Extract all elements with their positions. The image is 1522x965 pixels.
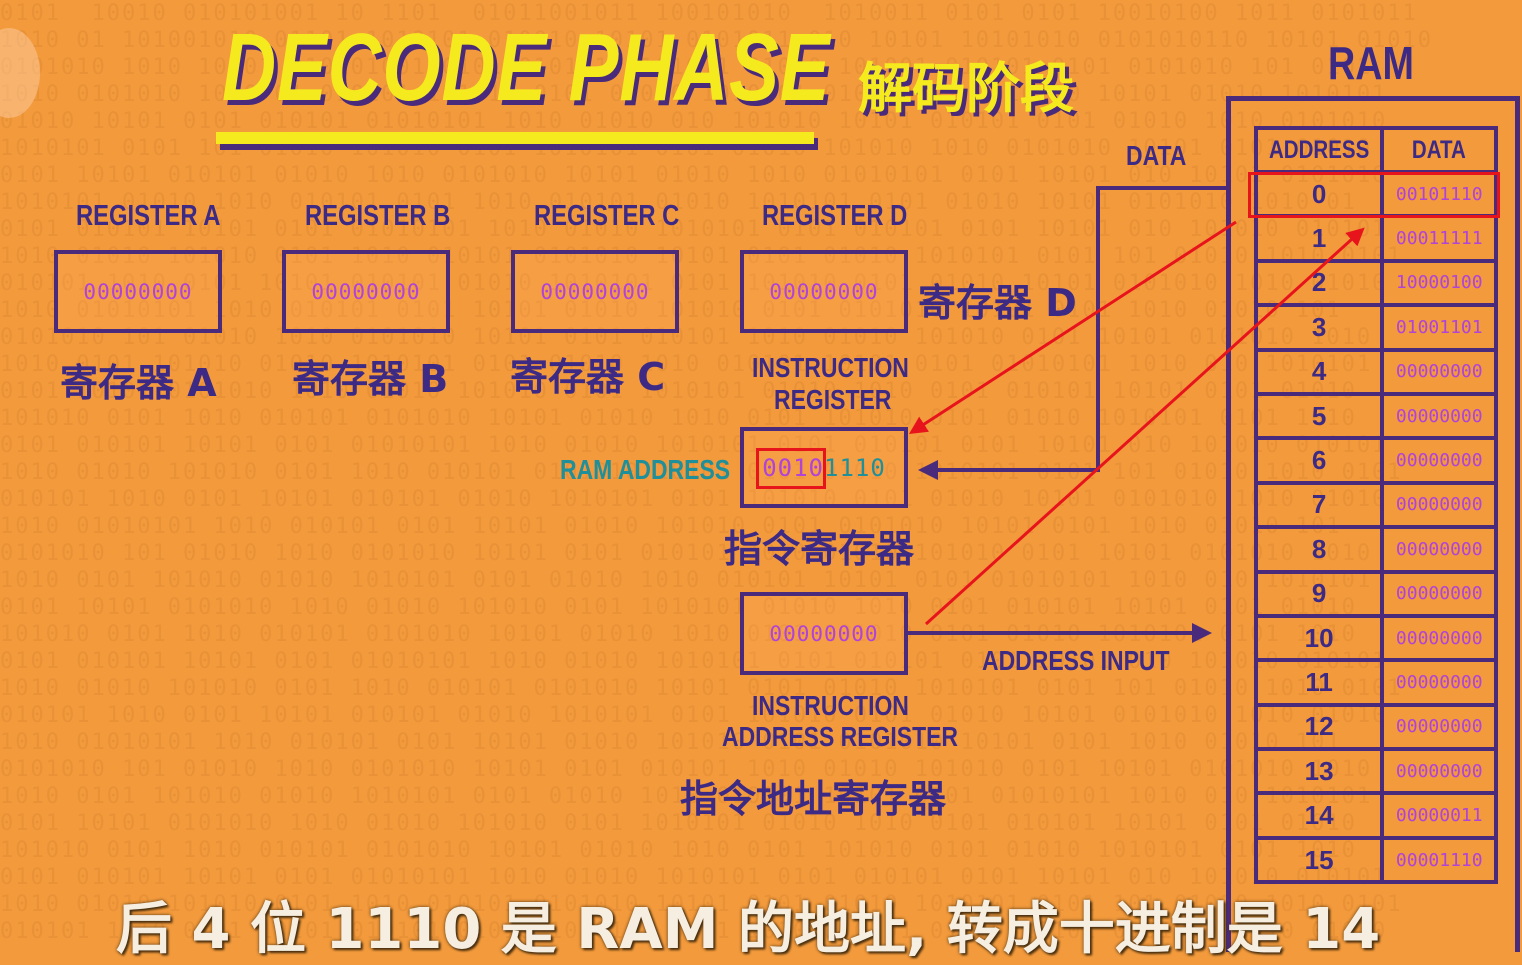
instruction-address-register-label-2: ADDRESS REGISTER	[722, 721, 959, 752]
ram-data-cell: 00011111	[1380, 214, 1499, 263]
ram-data-cell: 00000000	[1380, 702, 1499, 752]
ram-address-cell: 15	[1253, 835, 1385, 885]
register-b-value: 00000000	[282, 250, 450, 333]
ram-data-cell: 01001101	[1380, 303, 1499, 352]
ram-address-cell: 10	[1253, 613, 1385, 663]
ram-data-cell: 00000000	[1380, 747, 1499, 796]
register-a-cn: 寄存器 A	[60, 361, 217, 405]
ram-address-cell: 9	[1253, 569, 1385, 618]
ram-data-cell: 00000000	[1380, 658, 1499, 707]
register-c-label: REGISTER C	[534, 200, 680, 232]
ram-address-cell: 6	[1253, 436, 1385, 485]
register-a-value: 00000000	[54, 250, 222, 333]
instruction-register-label-1: INSTRUCTION	[752, 352, 909, 383]
ram-address-cell: 11	[1253, 658, 1385, 707]
address-input-label: ADDRESS INPUT	[982, 645, 1170, 676]
ram-address-cell: 3	[1253, 303, 1385, 352]
ram-data-cell: 00000000	[1380, 436, 1499, 485]
instruction-address-register-label-1: INSTRUCTION	[752, 690, 909, 721]
ram-header-address: ADDRESS	[1253, 126, 1385, 174]
ram-data-cell: 00001110	[1380, 835, 1499, 885]
register-c-cn: 寄存器 C	[510, 355, 666, 399]
ram-title: RAM	[1328, 37, 1414, 89]
ram-address-cell: 2	[1253, 258, 1385, 308]
instruction-register-label-2: REGISTER	[774, 384, 892, 415]
register-b-cn: 寄存器 B	[292, 357, 449, 401]
opcode-highlight	[756, 448, 826, 489]
register-c-value: 00000000	[511, 250, 679, 333]
ram-address-label: RAM ADDRESS	[560, 454, 731, 485]
register-b-label: REGISTER B	[305, 200, 451, 232]
register-d-cn: 寄存器 D	[918, 281, 1077, 325]
instruction-address-register-value: 00000000	[740, 592, 908, 675]
instruction-register-low-bits: 1110	[824, 453, 886, 482]
ram-address-cell: 12	[1253, 702, 1385, 752]
page-title-cn: 解码阶段	[858, 57, 1074, 120]
title-underline	[216, 132, 814, 144]
ram-data-cell: 00000000	[1380, 525, 1499, 574]
ram-data-cell: 10000100	[1380, 258, 1499, 308]
ram-address-cell: 13	[1253, 747, 1385, 796]
ram-data-cell: 00000000	[1380, 569, 1499, 618]
ram-address-cell: 1	[1253, 214, 1385, 263]
ram-address-cell: 14	[1253, 791, 1385, 840]
ram-header-data: DATA	[1380, 126, 1499, 174]
video-subtitle: 后 4 位 1110 是 RAM 的地址, 转成十进制是 14	[116, 897, 1381, 962]
ram-address-cell: 5	[1253, 391, 1385, 441]
ram-data-cell: 00000000	[1380, 480, 1499, 530]
instruction-register-cn: 指令寄存器	[724, 527, 915, 571]
register-a-label: REGISTER A	[76, 200, 221, 232]
instruction-address-register-cn: 指令地址寄存器	[680, 777, 947, 821]
ram-address-cell: 0	[1253, 169, 1385, 219]
register-d-label: REGISTER D	[762, 200, 908, 232]
instruction-register-high-bits: 0010	[762, 453, 824, 482]
data-bus-label: DATA	[1126, 140, 1187, 171]
ram-address-cell: 7	[1253, 480, 1385, 530]
ram-data-cell: 00000011	[1380, 791, 1499, 840]
page-title: DECODE PHASE	[222, 14, 831, 121]
register-d-value: 00000000	[740, 250, 908, 333]
ram-row-0-highlight	[1248, 172, 1500, 218]
ram-data-cell: 00000000	[1380, 347, 1499, 396]
ram-data-cell: 00000000	[1380, 391, 1499, 441]
ram-address-cell: 8	[1253, 525, 1385, 574]
ram-data-cell: 00000000	[1380, 613, 1499, 663]
ram-address-cell: 4	[1253, 347, 1385, 396]
